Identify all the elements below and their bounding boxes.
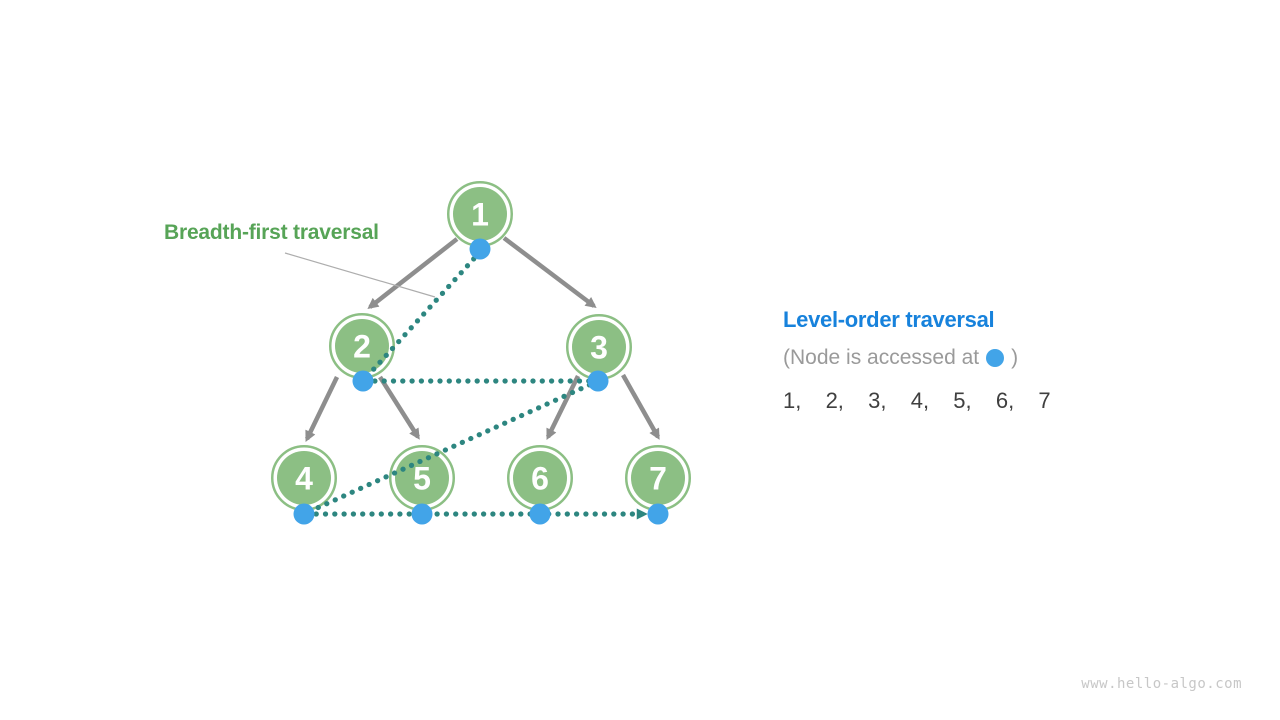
watermark: www.hello-algo.com bbox=[1081, 676, 1242, 692]
access-dot-icon bbox=[986, 348, 1005, 367]
tree-node-7: 7 bbox=[625, 445, 691, 511]
tree-node-4: 4 bbox=[271, 445, 337, 511]
edge-2-5 bbox=[378, 375, 420, 440]
breadth-first-label: Breadth-first traversal bbox=[164, 221, 379, 244]
panel-note-close-paren: ) bbox=[1011, 346, 1019, 369]
panel-note: (Node is accessed at ) bbox=[783, 344, 1103, 371]
node-disc bbox=[277, 451, 331, 505]
edge-1-2 bbox=[367, 237, 459, 310]
tree-node-3: 3 bbox=[566, 314, 632, 380]
node-label: 3 bbox=[590, 330, 608, 366]
node-disc bbox=[572, 320, 626, 374]
node-disc bbox=[631, 451, 685, 505]
tree-edges bbox=[304, 236, 660, 442]
node-label: 1 bbox=[471, 197, 489, 233]
access-dot-4 bbox=[293, 503, 315, 525]
panel-note-text: (Node is accessed at bbox=[783, 346, 980, 369]
access-dot-2 bbox=[352, 370, 374, 392]
edge-3-7 bbox=[621, 373, 660, 440]
node-disc bbox=[395, 451, 449, 505]
tree-node-6: 6 bbox=[507, 445, 573, 511]
node-label: 2 bbox=[353, 329, 371, 365]
edge-3-6 bbox=[545, 375, 581, 440]
edge-1-3 bbox=[502, 236, 597, 308]
tree-node-1: 1 bbox=[447, 181, 513, 247]
node-label: 4 bbox=[295, 461, 313, 497]
edge-2-4 bbox=[304, 376, 340, 442]
access-dot-6 bbox=[529, 503, 551, 525]
tree-node-5: 5 bbox=[389, 445, 455, 511]
node-disc bbox=[335, 319, 389, 373]
traversal-sequence: 1, 2, 3, 4, 5, 6, 7 bbox=[783, 388, 1051, 413]
access-dot-3 bbox=[587, 370, 609, 392]
tree-node-2: 2 bbox=[329, 313, 395, 379]
node-disc bbox=[513, 451, 567, 505]
access-dot-5 bbox=[411, 503, 433, 525]
node-disc bbox=[453, 187, 507, 241]
tree-nodes: 1 2 3 4 5 bbox=[271, 181, 691, 511]
annotation-pointer-line bbox=[284, 252, 436, 298]
access-dot-7 bbox=[647, 503, 669, 525]
access-dots bbox=[293, 238, 669, 525]
node-label: 7 bbox=[649, 461, 667, 497]
node-label: 5 bbox=[413, 461, 431, 497]
node-label: 6 bbox=[531, 461, 549, 497]
legend-panel: Level-order traversal (Node is accessed … bbox=[783, 306, 1103, 414]
panel-title: Level-order traversal bbox=[783, 307, 995, 332]
access-dot-1 bbox=[469, 238, 491, 260]
